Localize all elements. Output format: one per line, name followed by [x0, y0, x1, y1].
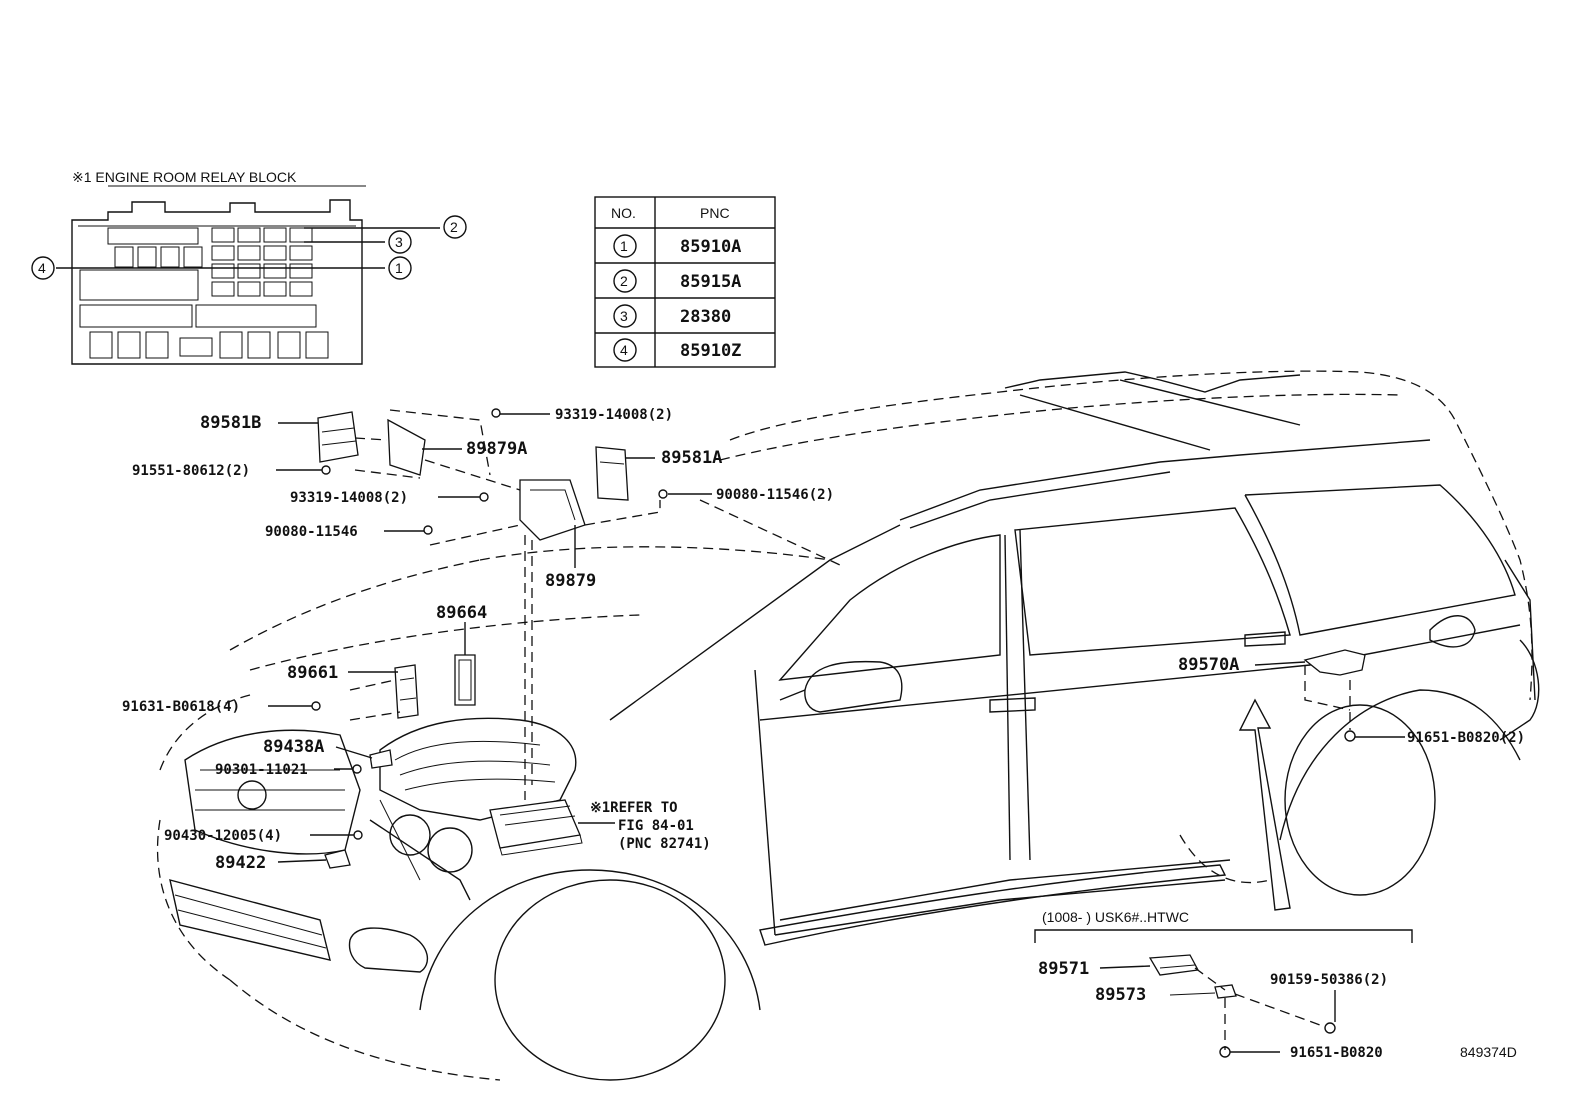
table-row-pnc: 85915A	[680, 272, 741, 292]
label-89581b: 89581B	[200, 413, 261, 433]
label-89664: 89664	[436, 603, 487, 623]
label-89661: 89661	[287, 663, 338, 683]
label-91551-80612: 91551-80612(2)	[132, 463, 250, 479]
callout-4: 4	[38, 260, 46, 276]
table-row-no: 4	[620, 342, 628, 358]
table-row-no: 3	[620, 308, 628, 324]
label-91631-b0618: 91631-B0618(4)	[122, 699, 240, 715]
label-89573: 89573	[1095, 985, 1146, 1005]
label-91651-b0820-right: 91651-B0820(2)	[1407, 730, 1525, 746]
rear-height-sensor	[1238, 649, 1366, 911]
label-89571: 89571	[1038, 959, 1089, 979]
relay-block-title: ※1 ENGINE ROOM RELAY BLOCK	[72, 169, 297, 185]
label-89570a: 89570A	[1178, 655, 1239, 675]
label-93319-14008-top: 93319-14008(2)	[555, 407, 673, 423]
label-variant-note: (1008- ) USK6#..HTWC	[1042, 909, 1189, 925]
sensor-bracket-group	[317, 408, 668, 800]
label-refer-line3: (PNC 82741)	[618, 836, 711, 852]
diagram-id: 849374D	[1460, 1044, 1517, 1060]
label-89422: 89422	[215, 853, 266, 873]
pnc-table: NO. PNC 1 85910A 2 85915A 3 28380 4 8591…	[594, 196, 776, 368]
callout-1: 1	[395, 260, 403, 276]
callout-2: 2	[450, 219, 458, 235]
callout-3: 3	[395, 234, 403, 250]
table-row-pnc: 85910A	[680, 237, 741, 257]
leader-lines	[268, 413, 1405, 1053]
label-90080-11546-right: 90080-11546(2)	[716, 487, 834, 503]
table-row-no: 2	[620, 273, 628, 289]
table-row-pnc: 28380	[680, 307, 731, 327]
label-89438a: 89438A	[263, 737, 324, 757]
relay-block-inset: ※1 ENGINE ROOM RELAY BLOCK 2	[31, 169, 467, 365]
label-90159-50386: 90159-50386(2)	[1270, 972, 1388, 988]
label-refer-line2: FIG 84-01	[618, 818, 694, 834]
label-90301-11021: 90301-11021	[215, 762, 308, 778]
label-refer-line1: ※1REFER TO	[590, 800, 678, 816]
variant-group	[1034, 929, 1413, 1058]
label-91651-b0820-bottom: 91651-B0820	[1290, 1045, 1383, 1061]
label-89581a: 89581A	[661, 448, 722, 468]
engine-assembly	[369, 717, 577, 901]
table-header-pnc: PNC	[700, 205, 730, 221]
part-labels: 89581B 93319-14008(2) 89879A 91551-80612…	[122, 407, 1525, 1061]
label-89879: 89879	[545, 571, 596, 591]
label-93319-14008-mid: 93319-14008(2)	[290, 490, 408, 506]
table-row-no: 1	[620, 238, 628, 254]
table-header-no: NO.	[611, 205, 636, 221]
table-row-pnc: 85910Z	[680, 341, 741, 361]
label-90430-12005: 90430-12005(4)	[164, 828, 282, 844]
label-89879a: 89879A	[466, 439, 527, 459]
label-90080-11546-left: 90080-11546	[265, 524, 358, 540]
vehicle-outline	[156, 370, 1540, 1081]
ecm-module	[489, 799, 615, 856]
